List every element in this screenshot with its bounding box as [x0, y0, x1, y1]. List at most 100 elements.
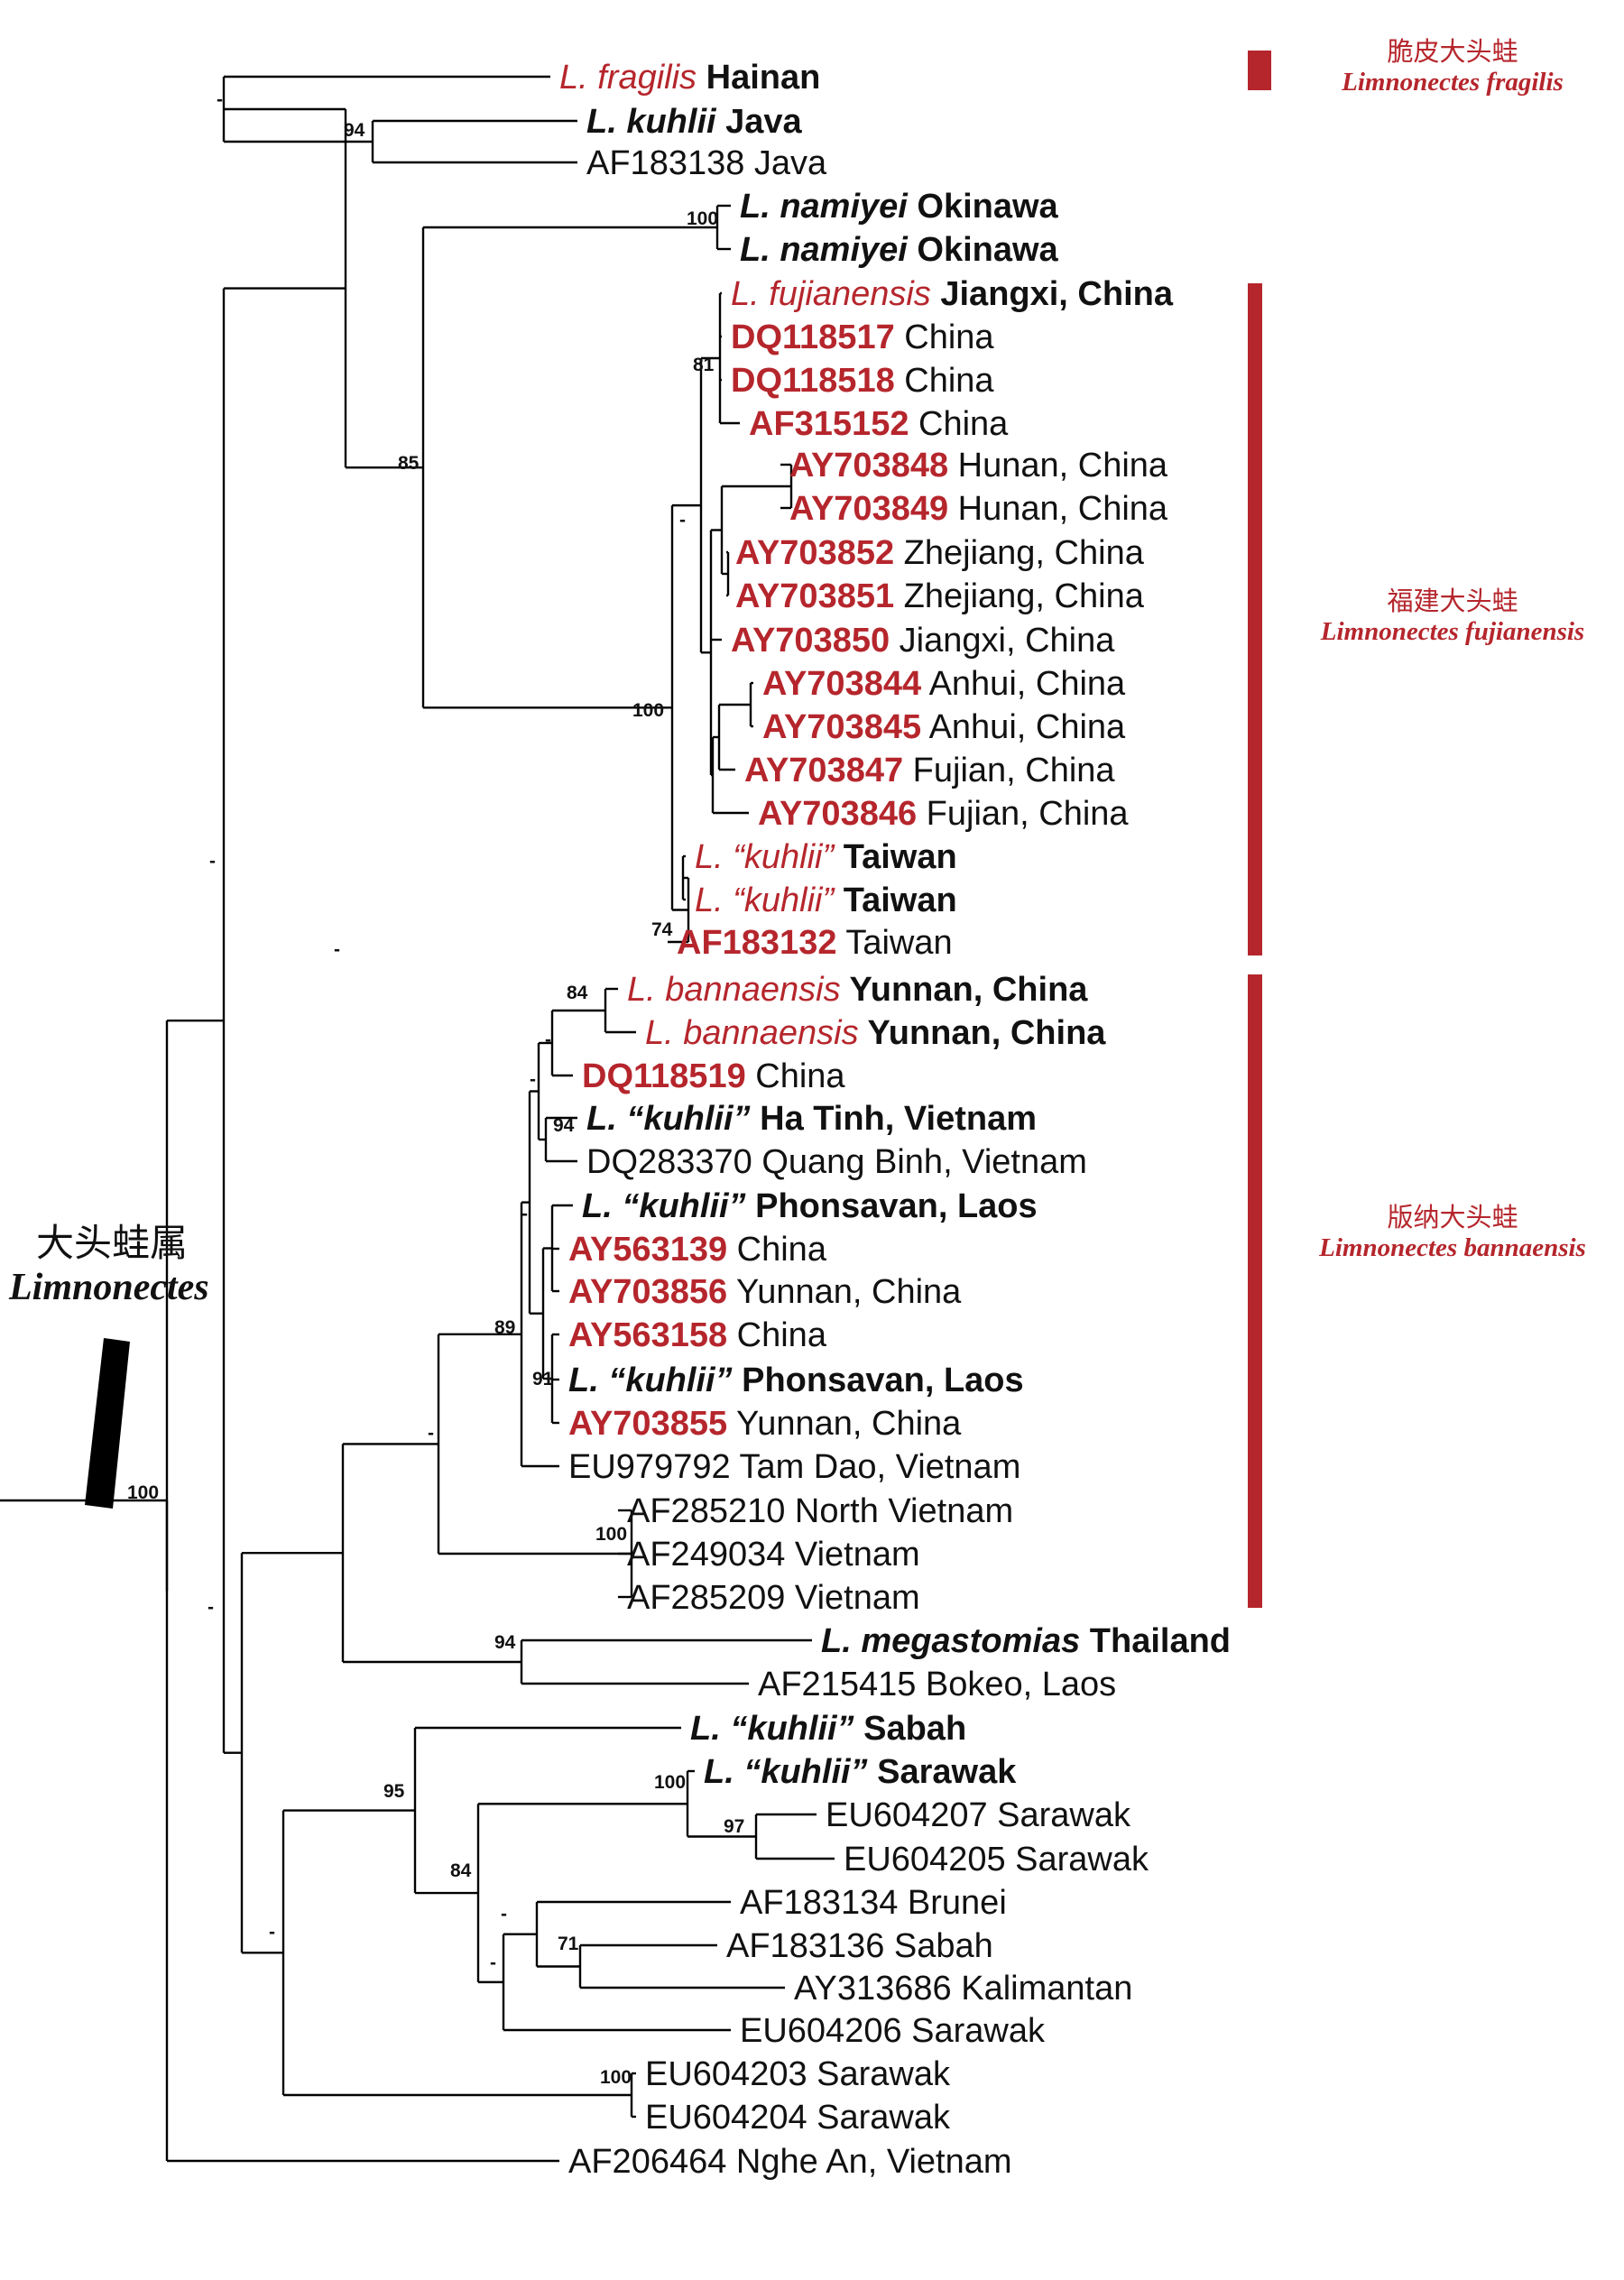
taxon-label-part: AF183136 Sabah: [726, 1927, 993, 1965]
taxon-label: EU604203 Sarawak: [645, 2055, 951, 2093]
taxon-label: DQ118519 China: [582, 1057, 845, 1095]
taxon-label: DQ118517 China: [731, 318, 994, 356]
taxon-label-part: AF183134 Brunei: [740, 1884, 1007, 1922]
support-value: 100: [632, 700, 664, 721]
clade-bannaensis-chinese: 版纳大头蛙: [1387, 1202, 1518, 1232]
taxon-label-part: Fujian, China: [903, 752, 1115, 789]
support-value: 94: [344, 120, 365, 141]
taxon-label-part: AF249034 Vietnam: [627, 1536, 920, 1574]
taxon-label: L. “kuhlii” Taiwan: [695, 882, 957, 919]
clade-bar-bannaensis: [1248, 974, 1262, 1608]
taxon-label-part: Yunnan, China: [727, 1405, 962, 1443]
taxon-label: L. fujianensis Jiangxi, China: [731, 275, 1174, 313]
taxon-label-part: Zhejiang, China: [894, 577, 1145, 615]
taxon-label-part: AY703851: [735, 577, 894, 615]
taxon-label-part: Hunan, China: [948, 447, 1168, 485]
taxon-label: AY703848 Hunan, China: [789, 447, 1168, 485]
support-value: 100: [687, 208, 718, 229]
support-value: 100: [600, 2067, 632, 2088]
taxon-label-part: AY703849: [789, 490, 948, 528]
taxon-label-part: L. namiyei: [740, 231, 909, 269]
taxon-label: DQ283370 Quang Binh, Vietnam: [586, 1143, 1087, 1181]
taxon-label: AY703846 Fujian, China: [758, 795, 1129, 833]
taxon-label-part: AY703845: [762, 708, 921, 746]
taxon-label-part: EU604206 Sarawak: [740, 2012, 1046, 2050]
taxon-label-part: AF285210 North Vietnam: [627, 1492, 1013, 1530]
support-value: 84: [450, 1860, 472, 1881]
taxon-label-part: China: [727, 1316, 827, 1354]
clade-fragilis-latin: Limnonectes fragilis: [1341, 68, 1564, 97]
taxon-label-part: EU604207 Sarawak: [826, 1796, 1131, 1834]
support-value: 74: [651, 919, 673, 940]
taxon-label-part: Phonsavan, Laos: [733, 1362, 1024, 1399]
taxon-label-part: L. namiyei: [740, 188, 909, 226]
support-value: 85: [398, 453, 420, 474]
taxon-label-part: AY313686 Kalimantan: [794, 1970, 1132, 2008]
taxon-label-part: AF285209 Vietnam: [627, 1579, 920, 1617]
taxon-label: L. “kuhlii” Phonsavan, Laos: [568, 1362, 1024, 1399]
taxon-label-part: AF183138 Java: [586, 144, 827, 182]
support-value: -: [545, 1029, 551, 1050]
taxon-label: L. kuhlii Java: [586, 103, 803, 141]
taxon-label-part: DQ118517: [731, 318, 895, 356]
taxon-label: AY703849 Hunan, China: [789, 490, 1168, 528]
taxon-label: AY563158 China: [568, 1316, 827, 1354]
taxon-label-part: L. kuhlii: [586, 103, 717, 141]
taxon-label-part: AF315152: [749, 405, 909, 443]
taxon-label-part: DQ118519: [582, 1057, 746, 1095]
clade-fujianensis-latin: Limnonectes fujianensis: [1320, 617, 1584, 646]
support-value: 94: [553, 1115, 575, 1136]
taxon-label-part: Jiangxi, China: [890, 622, 1115, 660]
taxon-label: AY703847 Fujian, China: [744, 752, 1115, 789]
taxon-label-part: AY703852: [735, 534, 894, 572]
taxon-label: AY703844 Anhui, China: [762, 665, 1126, 703]
support-value: 95: [383, 1781, 405, 1802]
support-value: -: [334, 939, 340, 960]
taxon-label-part: L. “kuhlii”: [704, 1753, 868, 1791]
taxon-label: AF183138 Java: [586, 144, 827, 182]
support-value: -: [521, 1204, 528, 1224]
support-value: -: [208, 1597, 214, 1618]
taxon-label-part: EU604204 Sarawak: [645, 2099, 951, 2137]
taxon-label-part: Yunnan, China: [727, 1273, 962, 1311]
taxon-label-part: China: [746, 1057, 846, 1095]
support-value: -: [530, 1069, 536, 1090]
taxon-label: AY703852 Zhejiang, China: [735, 534, 1145, 572]
clade-bannaensis-latin: Limnonectes bannaensis: [1318, 1233, 1586, 1262]
taxon-label: AF215415 Bokeo, Laos: [758, 1666, 1116, 1703]
clade-bar-fujianensis: [1248, 283, 1262, 955]
taxon-label-part: Sabah: [854, 1710, 967, 1748]
taxon-label: L. fragilis Hainan: [559, 59, 820, 97]
taxon-label: AF183132 Taiwan: [677, 924, 953, 962]
taxon-label-part: AY703844: [762, 665, 921, 703]
taxon-label: AY563139 China: [568, 1231, 827, 1269]
support-value: 94: [494, 1632, 516, 1653]
taxon-label-part: EU979792 Tam Dao, Vietnam: [568, 1448, 1020, 1486]
clade-fujianensis-chinese: 福建大头蛙: [1387, 586, 1518, 616]
support-value: -: [490, 1952, 496, 1973]
taxon-label-part: L. “kuhlii”: [568, 1362, 733, 1399]
taxon-label: AY703855 Yunnan, China: [568, 1405, 962, 1443]
taxon-label-part: DQ283370 Quang Binh, Vietnam: [586, 1143, 1087, 1181]
support-value: 84: [567, 983, 588, 1003]
taxon-label-part: Anhui, China: [921, 665, 1126, 703]
taxon-label: L. namiyei Okinawa: [740, 231, 1059, 269]
support-value: -: [428, 1423, 434, 1444]
taxon-label: AF183134 Brunei: [740, 1884, 1007, 1922]
taxon-label: AY703845 Anhui, China: [762, 708, 1126, 746]
taxon-label-part: Phonsavan, Laos: [746, 1187, 1038, 1225]
taxon-label: AY703856 Yunnan, China: [568, 1273, 962, 1311]
taxon-label-part: AF183132: [677, 924, 836, 962]
taxon-label-part: AY703850: [731, 622, 890, 660]
taxon-label: AY703850 Jiangxi, China: [731, 622, 1115, 660]
taxon-label: L. bannaensis Yunnan, China: [645, 1014, 1106, 1052]
taxon-label-part: L. “kuhlii”: [690, 1710, 854, 1748]
taxon-label: L. bannaensis Yunnan, China: [627, 971, 1088, 1009]
taxon-label: AF206464 Nghe An, Vietnam: [568, 2143, 1012, 2181]
taxon-label-part: L. bannaensis: [627, 971, 841, 1009]
genus-support-label: 100: [127, 1482, 159, 1503]
taxon-label-part: EU604203 Sarawak: [645, 2055, 951, 2093]
taxon-label-part: Okinawa: [908, 231, 1059, 269]
taxon-label: DQ118518 China: [731, 362, 994, 400]
taxon-label-part: China: [895, 318, 995, 356]
